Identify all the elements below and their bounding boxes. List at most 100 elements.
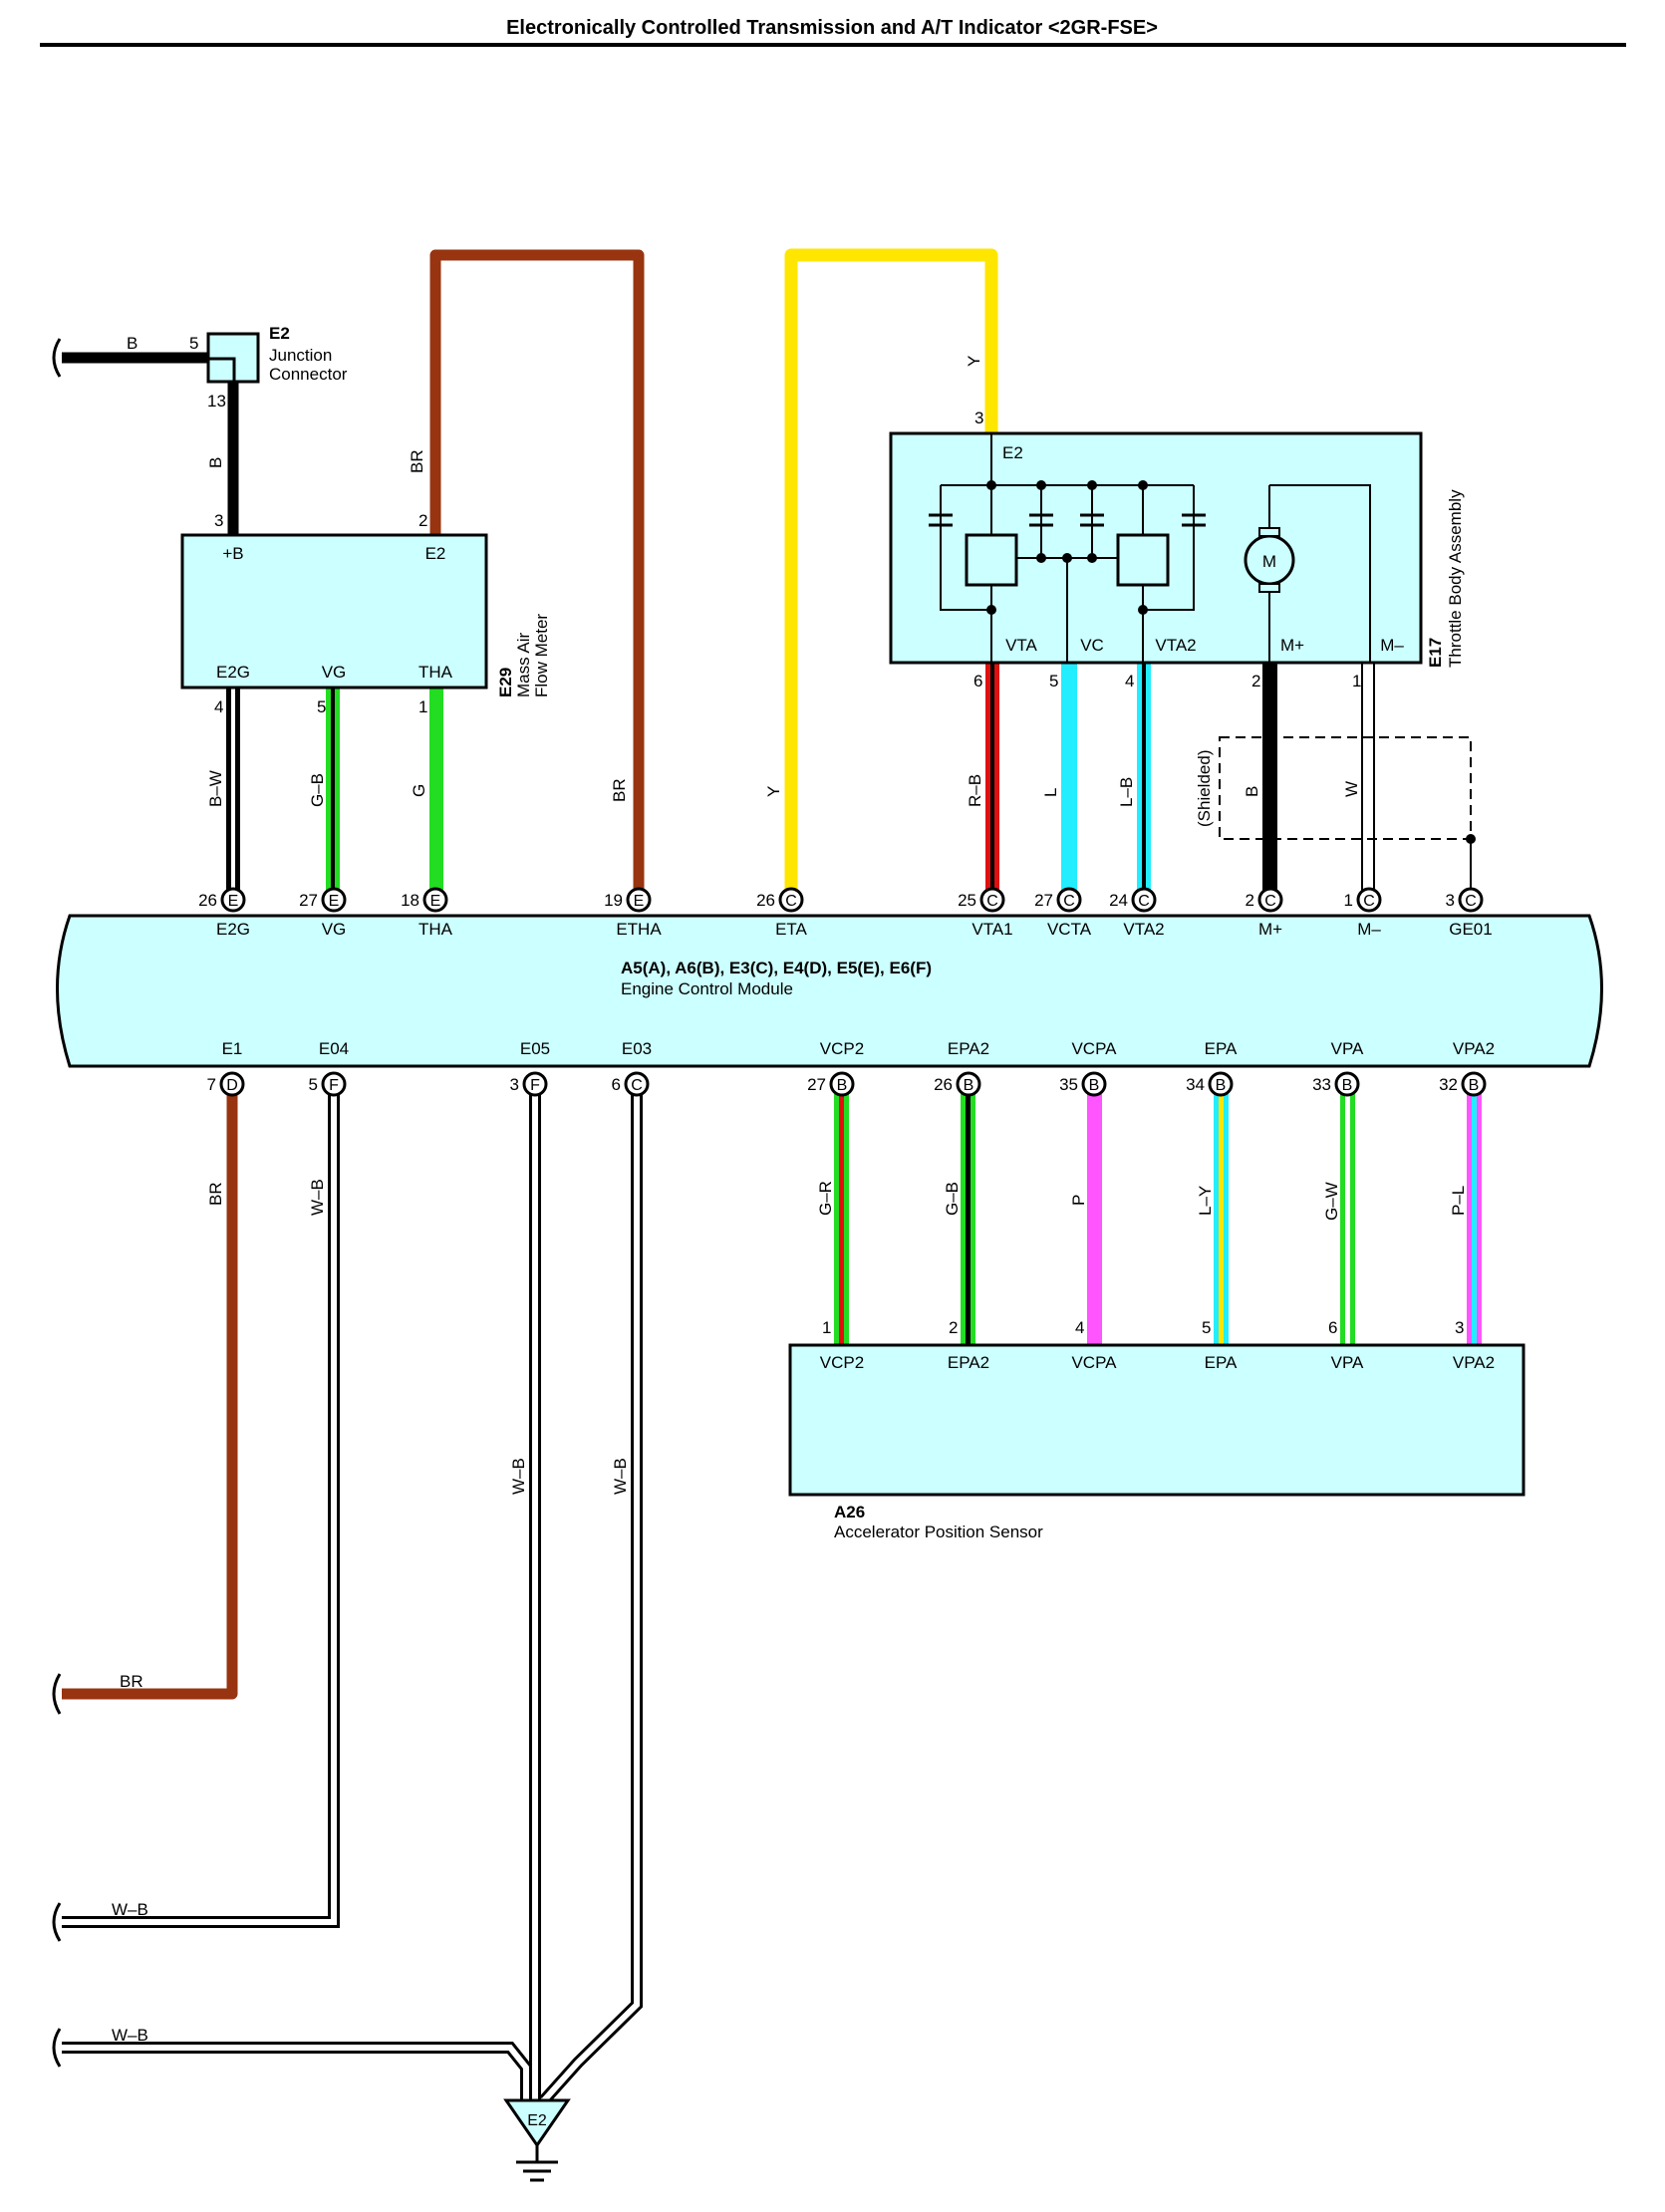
- wire-tha: [429, 688, 443, 892]
- terminal-pin-vta1: 25: [958, 891, 976, 910]
- ecm-connectors: A5(A), A6(B), E3(C), E4(D), E5(E), E6(F): [621, 959, 932, 977]
- terminal-vpa2: [1461, 1071, 1487, 1097]
- label-e1-end: BR: [120, 1672, 143, 1691]
- wire-vta2: [1137, 663, 1151, 892]
- label-throttle-pin-6: 6: [973, 672, 982, 691]
- wire-mplus: [1262, 663, 1277, 892]
- terminal-pin-vcta: 27: [1034, 891, 1053, 910]
- label-wire-vcta: L: [1041, 788, 1060, 797]
- label-wire-mminus: W: [1342, 781, 1361, 797]
- throttle-pin-m+: M+: [1280, 636, 1304, 655]
- label-maf-pin-1: 1: [418, 697, 427, 716]
- label-throttle-pin-2: 2: [1251, 672, 1260, 691]
- label-maf-pin-4: 4: [214, 697, 223, 716]
- wire-vpa2: [1467, 1094, 1482, 1345]
- label-aps-pin-1: 1: [822, 1318, 831, 1337]
- label-wire-e2g: B–W: [206, 770, 225, 807]
- ecm-pin-vcp2: VCP2: [820, 1039, 864, 1058]
- terminal-pin-e03: 6: [612, 1075, 621, 1094]
- junction-name-1: Junction: [269, 346, 332, 365]
- maf-pin-vg: VG: [322, 663, 347, 682]
- label-wire-jc-in-color: B: [127, 334, 138, 353]
- wire-vpa: [1340, 1094, 1355, 1345]
- terminal-pin-e04: 5: [309, 1075, 318, 1094]
- label-jc-pin-13: 13: [207, 392, 226, 411]
- label-wire-vta2: L–B: [1117, 777, 1136, 807]
- terminal-letter-vcp2: B: [837, 1077, 848, 1094]
- label-throttle-pin-4: 4: [1125, 672, 1134, 691]
- label-wire-maf-e2-top: BR: [408, 449, 426, 473]
- terminal-vg: [321, 887, 347, 913]
- maf-name-2: Flow Meter: [532, 614, 551, 697]
- wire-maf-e2: [429, 249, 645, 891]
- label-throttle-pin-5: 5: [1049, 672, 1058, 691]
- label-wire-jc-in-pin: 5: [189, 334, 198, 353]
- terminal-vcta: [1056, 887, 1082, 913]
- terminal-mminus: [1356, 887, 1382, 913]
- wire-break-marks: [52, 338, 62, 2068]
- ecm-pin-ge01: GE01: [1449, 920, 1492, 939]
- label-wire-eta: Y: [764, 786, 783, 797]
- label-wire-e04: W–B: [308, 1179, 327, 1216]
- terminal-e1: [219, 1071, 245, 1097]
- wire-vg: [326, 688, 340, 892]
- terminal-pin-epa: 34: [1186, 1075, 1205, 1094]
- terminal-pin-mplus: 2: [1246, 891, 1254, 910]
- diagram-title: Electronically Controlled Transmission a…: [506, 17, 1158, 39]
- label-e04-end: W–B: [112, 1900, 148, 1919]
- terminal-pin-vcp2: 27: [807, 1075, 826, 1094]
- throttle-pin-vc: VC: [1080, 636, 1104, 655]
- terminal-pin-epa2: 26: [934, 1075, 953, 1094]
- label-wire-vg: G–B: [308, 773, 327, 807]
- wire-epa: [1214, 1094, 1229, 1345]
- wire-e04: [62, 1094, 340, 1928]
- ecm-pin-vcpa: VCPA: [1071, 1039, 1117, 1058]
- terminal-letter-ge01: C: [1465, 893, 1477, 910]
- terminal-pin-vcpa: 35: [1059, 1075, 1078, 1094]
- ecm-pin-tha: THA: [418, 920, 453, 939]
- wires: [52, 248, 1482, 2105]
- ground-symbol-icon: [503, 2098, 571, 2182]
- terminal-letter-vta1: C: [986, 893, 998, 910]
- throttle-capacitors: [929, 513, 1206, 527]
- label-wire-e03: W–B: [611, 1458, 630, 1495]
- ecm-pin-epa2: EPA2: [948, 1039, 989, 1058]
- ecm-pin-eta: ETA: [775, 920, 807, 939]
- aps-pin-epa: EPA: [1205, 1353, 1238, 1372]
- motor-label: M: [1262, 552, 1276, 571]
- junction-connector: [206, 332, 260, 384]
- ecm-pin-e04: E04: [319, 1039, 349, 1058]
- terminal-letter-vcpa: B: [1089, 1077, 1100, 1094]
- label-aps-pin-5: 5: [1202, 1318, 1211, 1337]
- terminal-letter-e1: D: [226, 1077, 238, 1094]
- throttle-junction-dots: [986, 480, 1148, 615]
- terminal-letter-vpa: B: [1342, 1077, 1353, 1094]
- terminal-pin-maf-e2: 19: [604, 891, 623, 910]
- maf-meter-box: [180, 533, 488, 690]
- label-throttle-pin-3: 3: [974, 409, 983, 427]
- throttle-internal-circuit: [940, 433, 1371, 663]
- throttle-pin-vta2: VTA2: [1155, 636, 1196, 655]
- aps-pin-vcpa: VCPA: [1071, 1353, 1117, 1372]
- ground-label: E2: [527, 2112, 547, 2129]
- terminal-tha: [422, 887, 448, 913]
- terminal-pin-eta: 26: [756, 891, 775, 910]
- motor-icon: [1244, 527, 1295, 593]
- ecm-pin-epa: EPA: [1205, 1039, 1238, 1058]
- maf-pin-e2g: E2G: [216, 663, 250, 682]
- ecm-pin-vta1: VTA1: [971, 920, 1012, 939]
- terminal-ge01: [1458, 887, 1484, 913]
- wire-ground-bus: [62, 2042, 532, 2100]
- terminal-pin-vpa: 33: [1312, 1075, 1331, 1094]
- label-wire-tha: G: [410, 784, 428, 797]
- terminal-letter-e2g: E: [228, 893, 239, 910]
- terminal-pin-e1: 7: [207, 1075, 216, 1094]
- terminal-letter-vta2: C: [1138, 893, 1150, 910]
- maf-code: E29: [496, 668, 515, 697]
- maf-pin-+b: +B: [222, 544, 243, 563]
- label-wire-vta1: R–B: [966, 774, 984, 807]
- terminal-letter-mplus: C: [1264, 893, 1276, 910]
- wire-epa2: [961, 1094, 975, 1345]
